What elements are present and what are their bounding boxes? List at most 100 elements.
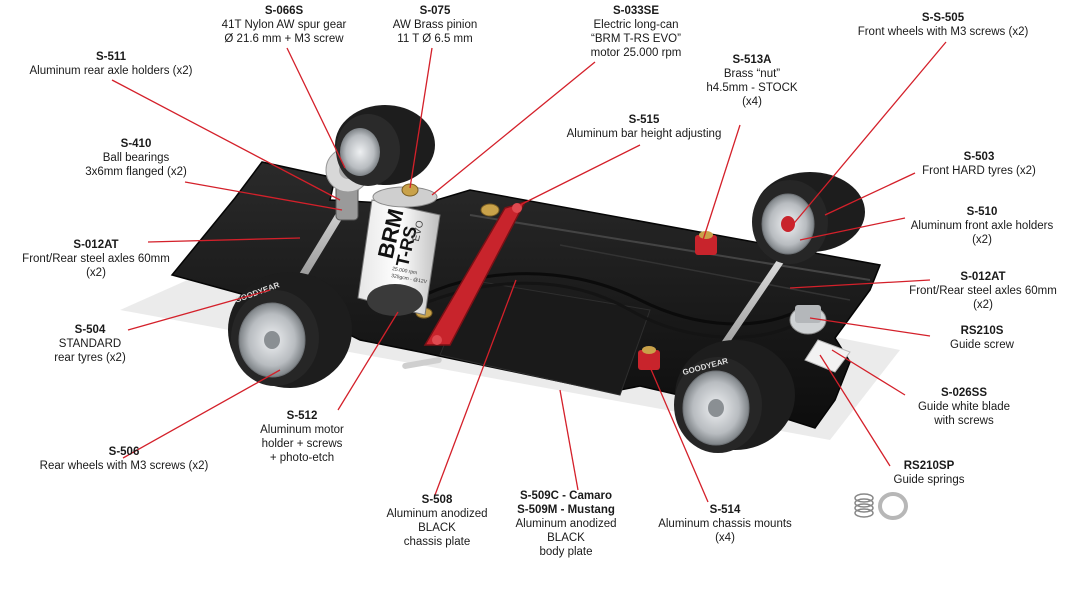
leader-s515 xyxy=(519,144,641,206)
label-s512: S-512 Aluminum motor holder + screws + p… xyxy=(248,409,356,465)
leader-s026ss xyxy=(831,349,906,396)
part-code: S-513A xyxy=(732,54,772,66)
leader-s033se xyxy=(431,61,596,196)
part-code: S-075 xyxy=(419,5,451,17)
part-desc: AW Brass pinion 11 T Ø 6.5 mm xyxy=(392,19,478,45)
motor-spec-rpm: 25.000 rpm xyxy=(392,266,418,276)
leader-s012at-left xyxy=(147,237,301,243)
label-s510: S-510 Aluminum front axle holders (x2) xyxy=(903,205,1061,247)
part-desc: Brass “nut” h4.5mm - STOCK (x4) xyxy=(706,68,798,108)
label-s066s: S-066S 41T Nylon AW spur gear Ø 21.6 mm … xyxy=(210,4,358,46)
motor: BRM T-RS EVO 25.000 rpm 325gcm - @12V xyxy=(357,186,441,316)
leader-rs210sp xyxy=(819,354,891,467)
leader-s504 xyxy=(127,289,271,331)
part-desc: 41T Nylon AW spur gear Ø 21.6 mm + M3 sc… xyxy=(221,19,347,45)
label-s513a: S-513A Brass “nut” h4.5mm - STOCK (x4) xyxy=(700,53,804,109)
front-wheel-top xyxy=(752,172,865,264)
leader-s506 xyxy=(122,369,281,459)
chassis-slot xyxy=(469,214,871,281)
rear-wheel-bottom: GOODYEAR xyxy=(228,272,352,388)
part-desc: Aluminum bar height adjusting xyxy=(566,128,722,140)
part-code: RS210S xyxy=(960,325,1004,337)
part-code: RS210SP xyxy=(903,460,955,472)
leader-s511 xyxy=(111,79,341,201)
part-desc: Ball bearings 3x6mm flanged (x2) xyxy=(85,152,187,178)
label-s506: S-506 Rear wheels with M3 screws (x2) xyxy=(30,445,218,473)
part-desc: Aluminum chassis mounts (x4) xyxy=(658,518,792,544)
leader-ss505 xyxy=(789,41,947,229)
part-desc: Aluminum anodized BLACK body plate xyxy=(515,518,617,558)
label-s033se: S-033SE Electric long-can “BRM T-RS EVO”… xyxy=(575,4,697,60)
part-code: S-066S xyxy=(264,5,304,17)
leader-s509 xyxy=(559,389,579,491)
part-desc: Aluminum motor holder + screws + photo-e… xyxy=(260,424,344,464)
leader-s510 xyxy=(799,217,906,241)
label-s504: S-504 STANDARD rear tyres (x2) xyxy=(40,323,140,365)
part-code: S-012AT xyxy=(960,271,1006,283)
leader-s508 xyxy=(434,279,517,496)
front-wheel-bottom: GOODYEAR xyxy=(674,340,795,453)
leader-s075 xyxy=(409,47,433,189)
pipe xyxy=(402,357,442,369)
leader-s012at-right xyxy=(789,279,931,289)
chassis-mount xyxy=(695,231,717,255)
part-desc: Electric long-can “BRM T-RS EVO” motor 2… xyxy=(590,19,682,59)
part-desc: Rear wheels with M3 screws (x2) xyxy=(39,460,209,472)
label-s410: S-410 Ball bearings 3x6mm flanged (x2) xyxy=(78,137,194,179)
label-rs210s: RS210S Guide screw xyxy=(936,324,1028,352)
part-code: S-012AT xyxy=(73,239,119,251)
part-desc: Front HARD tyres (x2) xyxy=(922,165,1036,177)
part-code: S-506 xyxy=(108,446,140,458)
part-desc: Aluminum anodized BLACK chassis plate xyxy=(386,508,488,548)
bar-screw xyxy=(512,203,522,213)
part-code: S-026SS xyxy=(940,387,988,399)
part-code: S-510 xyxy=(966,206,998,218)
part-desc: Guide white blade with screws xyxy=(917,401,1011,427)
leader-s514 xyxy=(649,366,709,503)
label-s515: S-515 Aluminum bar height adjusting xyxy=(560,113,728,141)
leader-s513a xyxy=(702,124,741,241)
part-desc: Aluminum rear axle holders (x2) xyxy=(29,65,193,77)
part-code: S-S-505 xyxy=(921,12,965,24)
leader-rs210s xyxy=(809,317,931,337)
part-desc: Front/Rear steel axles 60mm (x2) xyxy=(909,285,1057,311)
part-code: S-514 xyxy=(709,504,741,516)
part-code: S-515 xyxy=(628,114,660,126)
label-s012at-left: S-012AT Front/Rear steel axles 60mm (x2) xyxy=(16,238,176,280)
part-code: S-508 xyxy=(421,494,453,506)
label-s514: S-514 Aluminum chassis mounts (x4) xyxy=(650,503,800,545)
label-s012at-right: S-012AT Front/Rear steel axles 60mm (x2) xyxy=(900,270,1066,312)
chassis-mount xyxy=(638,346,660,370)
brass-nut xyxy=(480,203,500,217)
leader-lines xyxy=(111,41,947,503)
leader-s512 xyxy=(337,311,399,411)
label-ss505: S-S-505 Front wheels with M3 screws (x2) xyxy=(850,11,1036,39)
label-s508: S-508 Aluminum anodized BLACK chassis pl… xyxy=(382,493,492,549)
label-rs210sp: RS210SP Guide springs xyxy=(882,459,976,487)
part-desc: Guide springs xyxy=(893,474,965,486)
label-s511: S-511 Aluminum rear axle holders (x2) xyxy=(18,50,204,78)
leader-s066s xyxy=(286,47,346,169)
part-desc: Aluminum front axle holders (x2) xyxy=(910,220,1054,246)
part-desc: STANDARD rear tyres (x2) xyxy=(54,338,126,364)
part-desc: Front wheels with M3 screws (x2) xyxy=(857,26,1029,38)
leader-s503 xyxy=(824,172,916,216)
guide-springs xyxy=(854,492,908,520)
label-s026ss: S-026SS Guide white blade with screws xyxy=(905,386,1023,428)
label-s503: S-503 Front HARD tyres (x2) xyxy=(914,150,1044,178)
part-code: S-511 xyxy=(95,51,127,63)
label-s509: S-509C - Camaro S-509M - Mustang Aluminu… xyxy=(505,489,627,559)
part-code: S-512 xyxy=(286,410,318,422)
part-code: S-509C - Camaro xyxy=(519,490,613,502)
bar-screw xyxy=(432,335,442,345)
part-code: S-410 xyxy=(120,138,152,150)
leader-s410 xyxy=(184,181,343,211)
part-code: S-033SE xyxy=(612,5,660,17)
motor-variant: EVO xyxy=(411,219,427,242)
part-desc: Guide screw xyxy=(950,339,1014,351)
part-code-alt: S-509M - Mustang xyxy=(517,504,615,516)
label-s075: S-075 AW Brass pinion 11 T Ø 6.5 mm xyxy=(380,4,490,46)
part-desc: Front/Rear steel axles 60mm (x2) xyxy=(22,253,170,279)
